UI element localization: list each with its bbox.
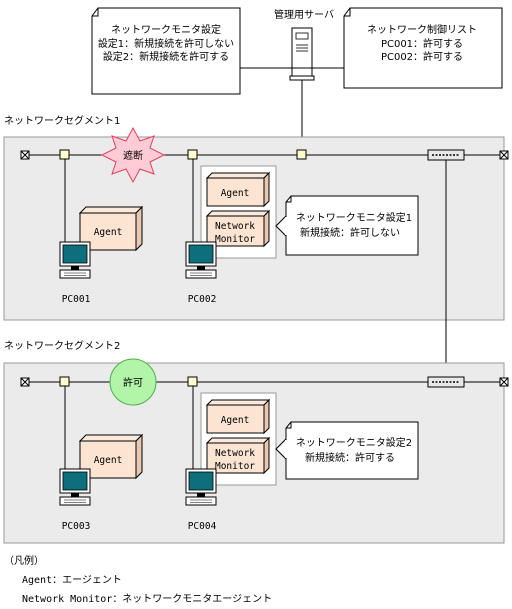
- agent-label: Agent: [94, 227, 123, 238]
- agent-label: Agent: [221, 188, 250, 199]
- agent-label: Agent: [94, 455, 123, 466]
- control-list-title: ネットワーク制御リスト: [367, 23, 477, 36]
- hub-icon: [427, 376, 465, 388]
- tap-node: [187, 149, 198, 160]
- agent-box: Agent: [78, 433, 144, 480]
- pc-icon: [185, 241, 217, 279]
- server-label: 管理用サーバ: [274, 8, 334, 21]
- control-list-pc002: PC002：許可する: [381, 50, 463, 63]
- pc-icon: [59, 241, 91, 279]
- network-monitor-label-1: Network: [215, 448, 255, 459]
- agent-box: Agent: [205, 171, 271, 208]
- terminator-icon: [499, 150, 509, 160]
- terminator-icon: [20, 377, 30, 387]
- tap-node: [59, 149, 70, 160]
- tap-node: [187, 376, 198, 387]
- segment1-setting-value: 新規接続：許可しない: [300, 226, 400, 239]
- pc-label-pc003: PC003: [62, 521, 91, 532]
- tap-node: [296, 149, 307, 160]
- segment2-label: ネットワークセグメント2: [4, 339, 120, 352]
- server-icon: [289, 27, 315, 81]
- legend-title: （凡例）: [4, 556, 44, 567]
- blocked-burst: 遮断: [100, 126, 166, 184]
- monitor-setting-1: 設定1：新規接続を許可しない: [98, 37, 234, 50]
- monitor-settings-title: ネットワークモニタ設定: [111, 23, 221, 36]
- blocked-label: 遮断: [123, 149, 143, 162]
- pc-icon: [59, 468, 91, 506]
- segment1-setting-title: ネットワークモニタ設定1: [296, 211, 412, 224]
- network-monitor-label-2: Monitor: [215, 461, 255, 472]
- monitor-setting-2: 設定2：新規接続を許可する: [103, 50, 229, 63]
- network-monitor-label-1: Network: [215, 221, 255, 232]
- segment2-setting-title: ネットワークモニタ設定2: [296, 436, 412, 449]
- control-list-note: ネットワーク制御リスト PC001：許可する PC002：許可する: [343, 7, 503, 89]
- segment1-label: ネットワークセグメント1: [4, 114, 120, 127]
- terminator-icon: [20, 150, 30, 160]
- allowed-label: 許可: [123, 376, 143, 389]
- network-monitor-box: Network Monitor: [205, 209, 271, 248]
- pc-label-pc001: PC001: [62, 294, 91, 305]
- tap-node: [59, 376, 70, 387]
- control-list-pc001: PC001：許可する: [381, 37, 463, 50]
- pc-label-pc004: PC004: [188, 521, 217, 532]
- terminator-icon: [499, 377, 509, 387]
- monitor-settings-note: ネットワークモニタ設定 設定1：新規接続を許可しない 設定2：新規接続を許可する: [91, 7, 241, 95]
- agent-box: Agent: [205, 398, 271, 435]
- agent-label: Agent: [221, 415, 250, 426]
- allowed-badge: 許可: [109, 358, 157, 406]
- legend: （凡例） Agent：エージェント Network Monitor：ネットワーク…: [4, 552, 272, 609]
- segment2-setting-note: ネットワークモニタ設定2 新規接続：許可する: [275, 421, 419, 480]
- legend-item-agent: Agent：エージェント: [22, 575, 122, 586]
- legend-item-network-monitor: Network Monitor：ネットワークモニタエージェント: [22, 594, 273, 605]
- network-monitor-label-2: Monitor: [215, 234, 255, 245]
- hub-icon: [427, 149, 465, 161]
- segment1-setting-note: ネットワークモニタ設定1 新規接続：許可しない: [275, 195, 419, 256]
- network-monitor-box: Network Monitor: [205, 436, 271, 475]
- agent-box: Agent: [78, 205, 144, 252]
- pc-icon: [185, 468, 217, 506]
- pc-label-pc002: PC002: [188, 294, 217, 305]
- segment2-setting-value: 新規接続：許可する: [305, 451, 395, 464]
